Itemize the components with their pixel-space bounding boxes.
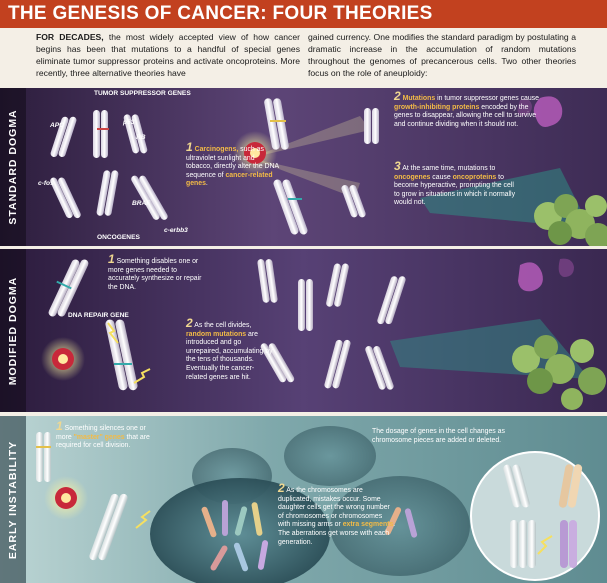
step-text-end: . bbox=[205, 180, 208, 188]
chromosome-group-tumor-suppressor bbox=[50, 110, 148, 158]
standard-step-3: 3 At the same time, mutations to oncogen… bbox=[394, 159, 520, 208]
step-text-end: encoded by the genes to disappear, allow… bbox=[394, 103, 537, 128]
intro-column-1: FOR DECADES, the most widely accepted vi… bbox=[36, 31, 300, 79]
zoom-chromosomes bbox=[503, 464, 583, 568]
step-highlight: extra segments bbox=[342, 521, 394, 529]
intro-text-1: the most widely accepted view of how can… bbox=[36, 32, 300, 78]
step-highlight-2: growth-inhibiting proteins bbox=[394, 103, 480, 111]
page-title: THE GENESIS OF CANCER: FOUR THEORIES bbox=[8, 3, 433, 24]
modified-step-2: 2 As the cell divides, random mutations … bbox=[186, 316, 274, 382]
step-text: are introduced and go unrepaired, accumu… bbox=[186, 330, 273, 381]
side-label-early: EARLY INSTABILITY bbox=[0, 416, 26, 583]
modified-dogma-illustration bbox=[41, 258, 606, 410]
panel-label: EARLY INSTABILITY bbox=[7, 440, 19, 559]
step-text: in tumor suppressor genes cause bbox=[435, 95, 539, 102]
early-dosage-note: The dosage of genes in the cell changes … bbox=[372, 428, 505, 444]
label-dna-repair-gene: DNA REPAIR GENE bbox=[68, 312, 129, 319]
chromosome-group-oncogenes bbox=[50, 170, 168, 220]
step-number: 2 bbox=[394, 89, 401, 103]
standard-step-1: 1 Carcinogens, such as ultraviolet sunli… bbox=[186, 140, 282, 189]
step-text-start: As the cell divides, bbox=[194, 322, 252, 329]
oncoprotein-cluster bbox=[534, 194, 607, 246]
step-highlight: oncogenes bbox=[394, 173, 431, 181]
standard-dogma-illustration bbox=[50, 96, 607, 246]
label-c-erbb3: c-erbb3 bbox=[164, 227, 188, 234]
standard-step-2: 2 Mutations in tumor suppressor genes ca… bbox=[394, 89, 544, 129]
step-text: such as ultraviolet sunlight and tobacco… bbox=[186, 146, 279, 179]
panel-standard-dogma: STANDARD DOGMA TUMOR SUPPRESSOR GENES AP… bbox=[0, 88, 607, 246]
panel-early-instability: EARLY INSTABILITY 1 Something silences o… bbox=[0, 416, 607, 583]
label-rb: RB bbox=[136, 134, 146, 141]
modified-step-1: 1 Something disables one or more genes n… bbox=[108, 252, 204, 292]
step-number: 1 bbox=[108, 252, 115, 266]
early-step-1: 1 Something silences one or more "master… bbox=[56, 419, 160, 451]
label-p53: p53 bbox=[123, 119, 135, 126]
early-step-2: 2 As the chromosomes are duplicated, mis… bbox=[278, 481, 396, 547]
label-oncogenes: ONCOGENES bbox=[97, 234, 140, 241]
label-apc: APC bbox=[50, 122, 64, 129]
panel-modified-dogma: MODIFIED DOGMA DNA REPAIR GENE 1 Somethi… bbox=[0, 249, 607, 412]
dividing-chromosomes bbox=[257, 259, 406, 390]
step-text: that are required for cell division. bbox=[56, 433, 150, 450]
step-text: Something disables one or more genes nee… bbox=[108, 258, 202, 291]
step-text-end: to become hyperactive, prompting the cel… bbox=[394, 173, 516, 207]
step-number: 2 bbox=[278, 481, 285, 495]
step-number: 2 bbox=[186, 316, 193, 330]
step-text-start: At the same time, mutations to bbox=[402, 165, 496, 172]
step-number: 1 bbox=[56, 419, 63, 433]
panel-label: MODIFIED DOGMA bbox=[7, 276, 19, 385]
step-number: 1 bbox=[186, 140, 193, 154]
step-text: cause bbox=[430, 173, 453, 181]
early-instability-illustration bbox=[36, 426, 600, 583]
step-highlight-2: oncoproteins bbox=[452, 173, 497, 181]
step-text-start: Something silences one or more bbox=[56, 425, 146, 441]
intro-lead: FOR DECADES, bbox=[36, 32, 104, 42]
step-highlight: random mutations bbox=[186, 330, 247, 338]
step-highlight: Carcinogens, bbox=[194, 146, 239, 153]
oncoprotein-cluster bbox=[512, 335, 606, 410]
aberrant-chromosomes bbox=[201, 500, 418, 572]
step-highlight-2: cancer-related genes bbox=[186, 171, 273, 188]
step-text-start: As the chromosomes are duplicated, mista… bbox=[278, 487, 390, 529]
label-c-fos: c-fos bbox=[38, 180, 54, 187]
label-braf: BRAF bbox=[132, 200, 151, 207]
step-highlight: Mutations bbox=[402, 95, 436, 102]
side-label-standard: STANDARD DOGMA bbox=[0, 88, 26, 246]
side-label-modified: MODIFIED DOGMA bbox=[0, 249, 26, 412]
step-text: . The aberrations get worse with each ge… bbox=[278, 521, 396, 546]
protein-shape bbox=[533, 96, 563, 127]
panel-label: STANDARD DOGMA bbox=[7, 109, 19, 225]
step-number: 3 bbox=[394, 159, 401, 173]
intro-column-2: gained currency. One modifies the standa… bbox=[308, 32, 576, 78]
step-highlight: "master" genes bbox=[73, 433, 125, 441]
label-tumor-suppressor: TUMOR SUPPRESSOR GENES bbox=[94, 90, 191, 97]
title-banner: THE GENESIS OF CANCER: FOUR THEORIES bbox=[0, 0, 607, 28]
